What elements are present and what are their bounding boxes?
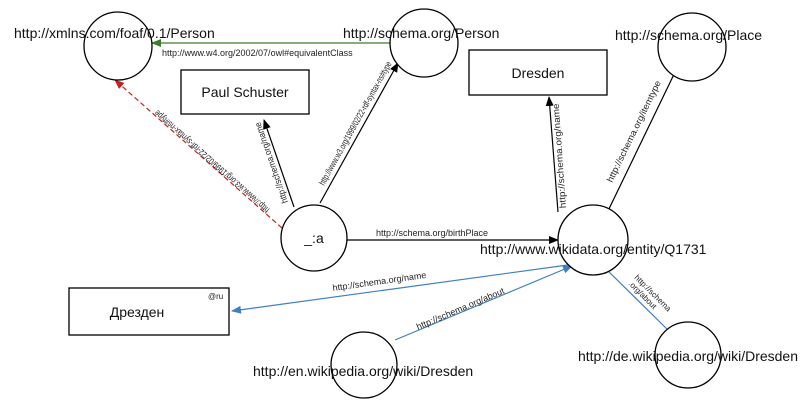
edge-q-name-en — [545, 96, 559, 213]
node-q1731-circle — [557, 204, 629, 276]
node-dresden-ru-box — [68, 287, 230, 336]
label-q-name-ru: http://schema.org/name — [332, 270, 427, 293]
node-dresden-en-box — [468, 49, 608, 96]
edge-en-about — [394, 265, 573, 341]
node-q1731-label: http://www.wikidata.org/entity/Q1731 — [480, 241, 707, 257]
edge-a-name — [263, 119, 295, 208]
node-schema-place-label: http://schema.org/Place — [615, 27, 762, 43]
lang-tag-ru: @ru — [208, 292, 223, 301]
node-dresden-en-label: Dresden — [512, 65, 565, 81]
node-schema-place-circle — [657, 12, 727, 82]
node-schema-person-circle — [389, 8, 459, 78]
node-schema-person-label: http://schema.org/Person — [343, 25, 499, 41]
edge-de-about — [601, 264, 669, 331]
edge-q-name-ru — [231, 263, 576, 314]
label-equivalent-class: http://www.w4.org/2002/07/owl#equivalent… — [162, 48, 353, 58]
label-a-name: http://schema.org/name — [253, 121, 290, 205]
node-paul-schuster-box — [180, 69, 310, 115]
edge-a-type-foaf — [114, 79, 283, 229]
node-wiki-en-circle — [330, 331, 398, 399]
node-wiki-de-circle — [654, 321, 722, 389]
edge-a-type-schema — [319, 62, 399, 204]
node-wiki-de-label: http://de.wikipedia.org/wiki/Dresden — [578, 348, 798, 364]
node-foaf-person-circle — [83, 11, 153, 81]
label-birth-place: http://schema.org/birthPlace — [376, 228, 488, 238]
label-a-type-schema: http://www.w3.org/1999/02/22-rdf-syntax-… — [317, 60, 394, 187]
node-foaf-person-label: http://xmlns.com/foaf/0.1/Person — [14, 25, 215, 41]
node-blank-a-label: _:a — [303, 230, 324, 246]
node-blank-a-circle — [280, 204, 348, 272]
node-wiki-en-label: http://en.wikipedia.org/wiki/Dresden — [253, 363, 473, 379]
label-q-item-type: http://schema.org/itemtype — [605, 79, 663, 184]
node-paul-schuster-label: Paul Schuster — [201, 84, 288, 100]
node-dresden-ru-label: Дрезден — [110, 304, 165, 320]
edge-q-item-type — [606, 65, 679, 214]
label-en-about: http://schema.org/about — [415, 285, 506, 331]
